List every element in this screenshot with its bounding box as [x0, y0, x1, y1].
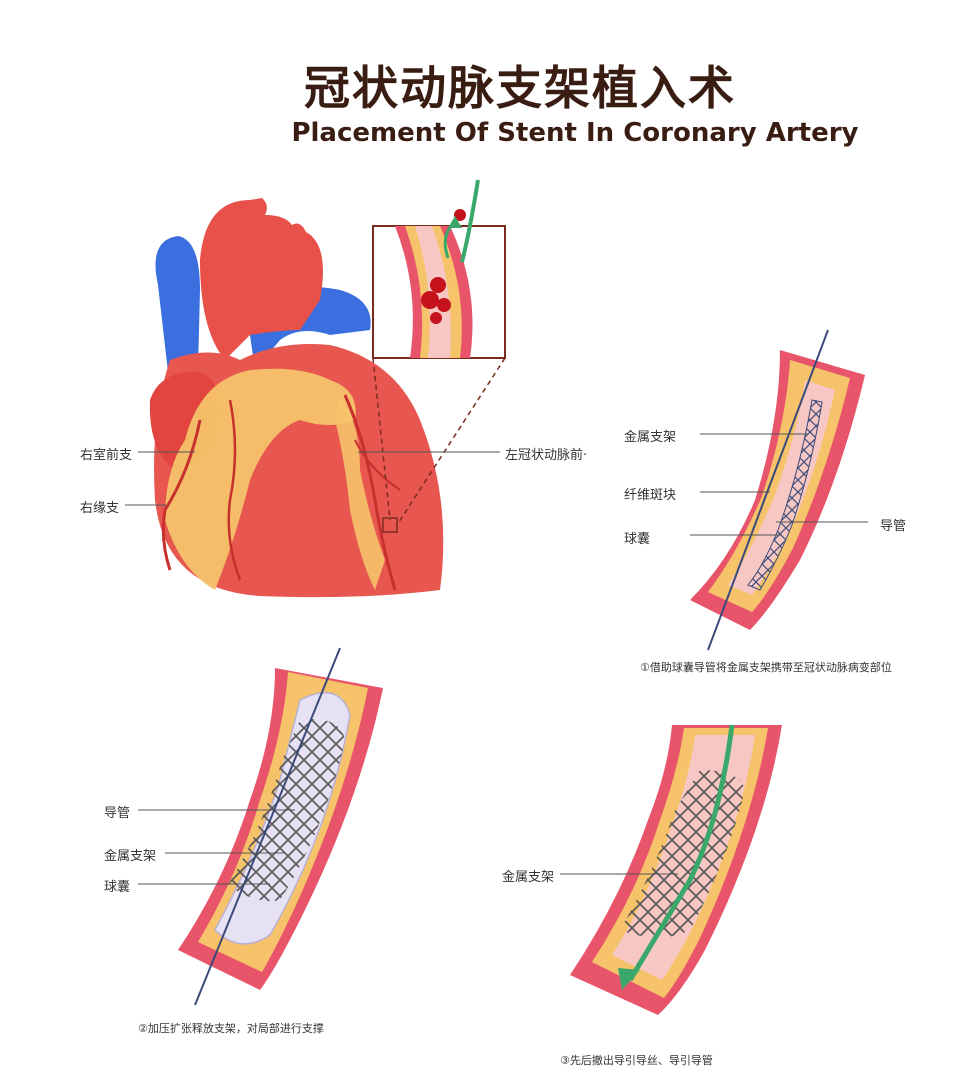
panel1-label-catheter: 导管 — [880, 519, 907, 534]
panel3-label-stent: 金属支架 — [502, 870, 555, 885]
label-right-ventricle-anterior-branch: 右室前支 — [80, 448, 133, 463]
label-right-marginal-branch: 右缘支 — [80, 501, 120, 516]
epicardial-fat — [165, 368, 356, 590]
panel3-caption: ③先后撤出导引导丝、导引导管 — [560, 1054, 713, 1067]
page-title-en: Placement Of Stent In Coronary Artery — [291, 118, 859, 148]
zoom-inset — [372, 179, 506, 526]
heart-illustration — [149, 198, 444, 598]
panel1-label-stent: 金属支架 — [624, 430, 677, 445]
panel2-vessel — [178, 647, 383, 1006]
panel2-label-balloon: 球囊 — [104, 880, 131, 895]
label-left-anterior-descending: 左冠状动脉前· — [505, 448, 588, 463]
panel1-vessel — [690, 329, 865, 651]
superior-vena-cava — [155, 236, 200, 372]
panel2-label-stent: 金属支架 — [104, 849, 157, 864]
aorta — [200, 198, 323, 360]
panel1-label-plaque: 纤维斑块 — [624, 488, 677, 503]
panel3-vessel — [570, 724, 782, 1015]
panel2-caption: ②加压扩张释放支架，对局部进行支撑 — [138, 1022, 324, 1035]
panel2-label-catheter: 导管 — [104, 806, 131, 821]
panel1-caption: ①借助球囊导管将金属支架携带至冠状动脉病变部位 — [640, 661, 892, 674]
page-title-zh: 冠状动脉支架植入术 — [304, 61, 736, 115]
panel1-label-balloon: 球囊 — [624, 532, 651, 547]
